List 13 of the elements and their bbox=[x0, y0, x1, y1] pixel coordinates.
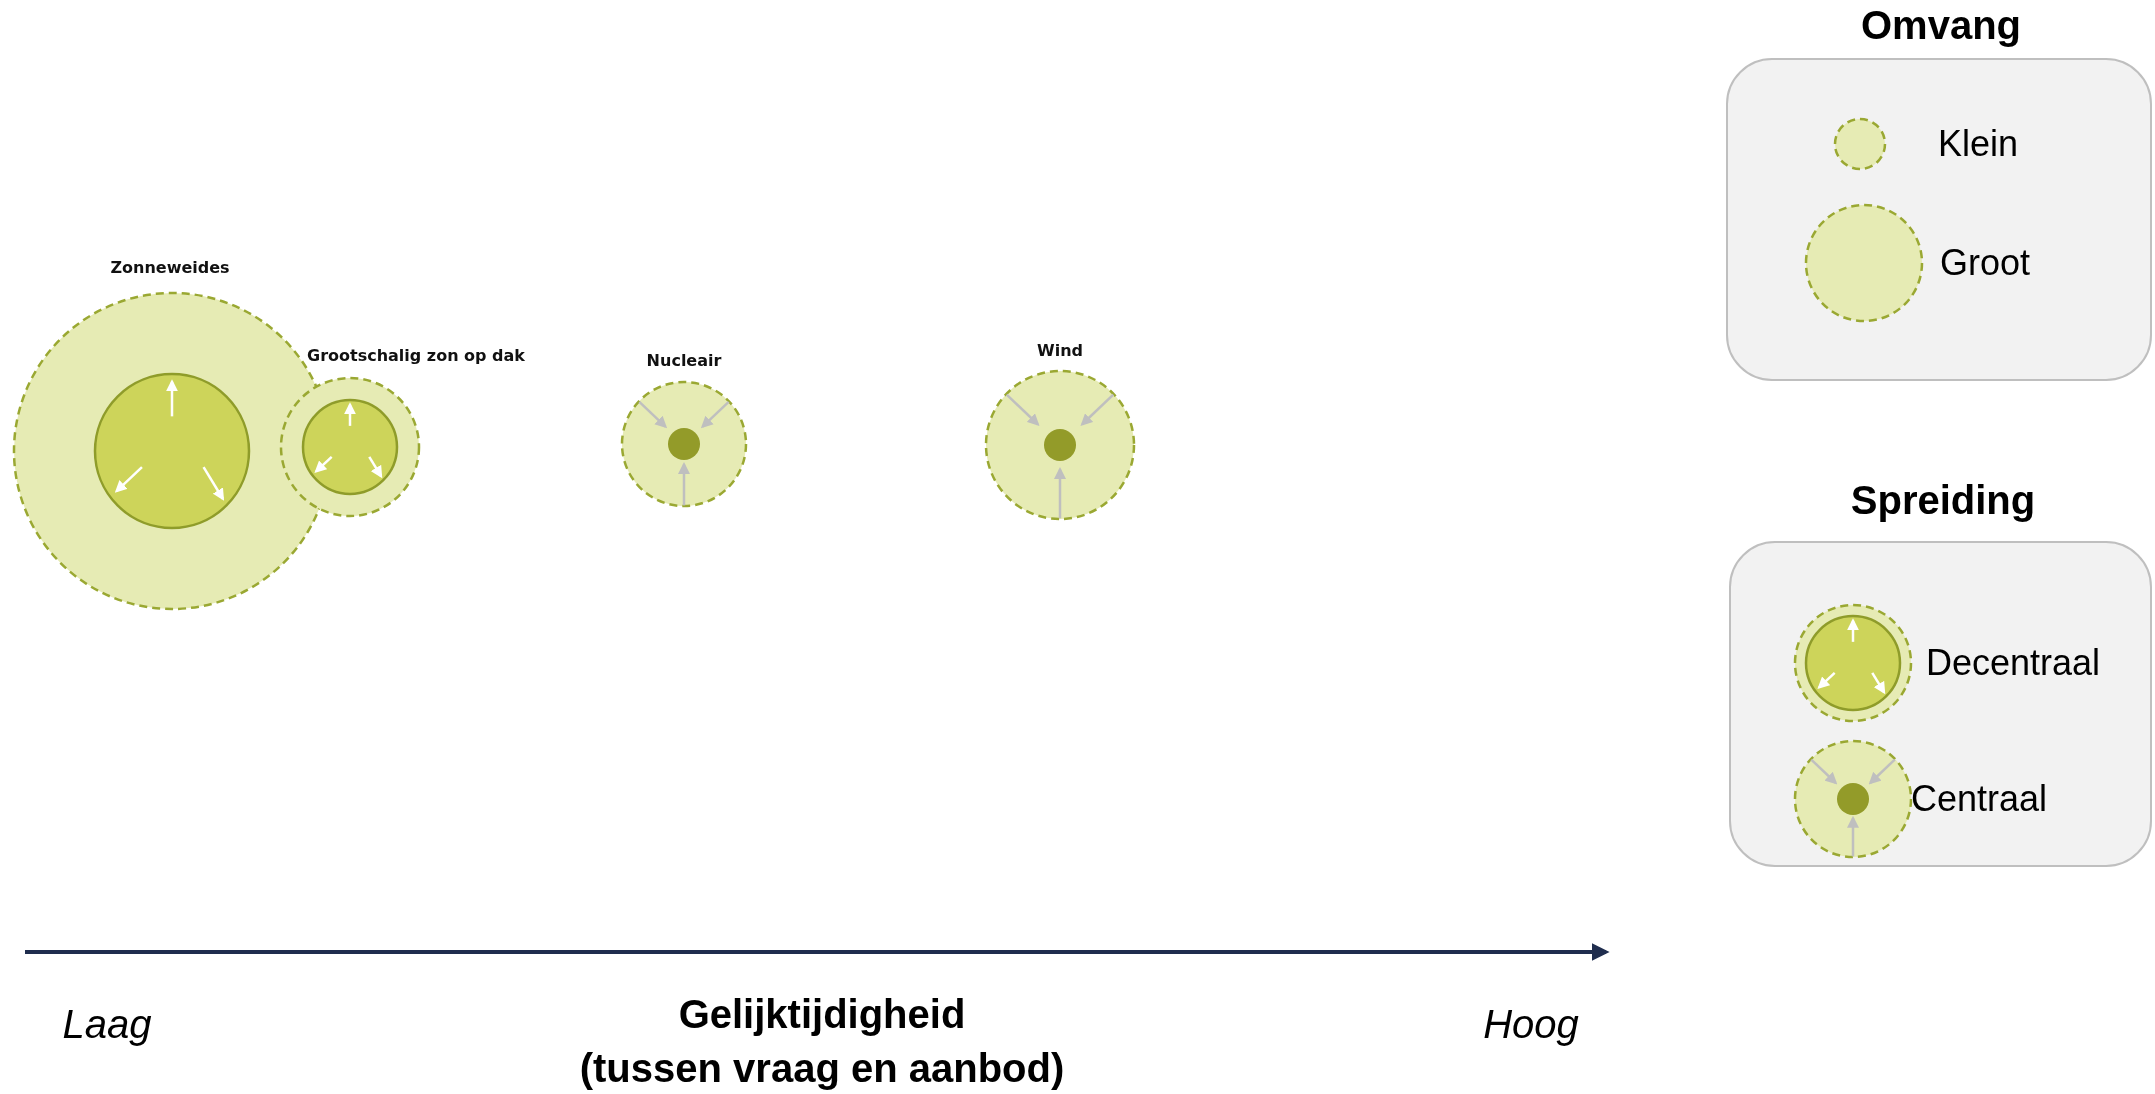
legend-label: Decentraal bbox=[1926, 642, 2101, 684]
bubble-label: Nucleair bbox=[646, 350, 722, 370]
bubble-label: Zonneweides bbox=[110, 257, 230, 277]
bubble-label: Grootschalig zon op dak bbox=[307, 345, 525, 365]
legend-label: Groot bbox=[1940, 242, 2031, 284]
axis-title: Gelijktijdigheid (tussen vraag en aanbod) bbox=[579, 991, 1065, 1092]
axis-end-label: Hoog bbox=[1483, 1001, 1579, 1047]
legend-label: Klein bbox=[1938, 123, 2019, 165]
legend-heading: Omvang bbox=[1861, 2, 2021, 48]
legend-label: Centraal bbox=[1911, 778, 2048, 820]
legend-heading: Spreiding bbox=[1850, 477, 2036, 523]
bubble-label: Wind bbox=[1037, 340, 1083, 360]
axis-end-label: Laag bbox=[62, 1001, 152, 1047]
